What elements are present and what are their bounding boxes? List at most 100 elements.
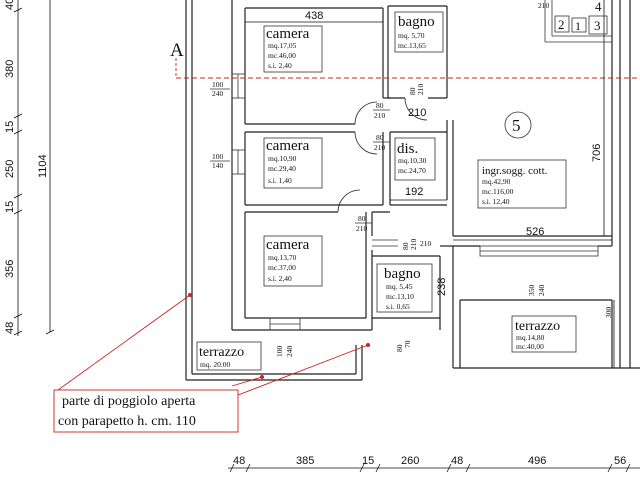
door-labels: 80 210 80 210 80 210 80 210 80 210 210 8… <box>355 84 432 352</box>
left-dim-380: 380 <box>4 60 16 78</box>
door-7-width: 80 <box>395 344 404 352</box>
internal-dimensions: 438 210 192 526 706 238 300 <box>245 0 615 368</box>
room-8-mq: mq.14,80 <box>516 333 545 342</box>
door-6-height: 210 <box>420 239 432 248</box>
door-4-width: 80 <box>408 87 417 95</box>
left-dim-15b: 15 <box>4 201 16 213</box>
room-bagno-bottom: bagno mq. 5,45 mc.13,10 s.i. 0,65 <box>376 263 433 313</box>
note-line-1: parte di poggiolo aperta <box>62 394 196 409</box>
room-1-mc: mc.46,00 <box>268 51 296 60</box>
balcony-note: parte di poggiolo aperta con parapetto h… <box>53 293 370 433</box>
room-5-name: ingr.sogg. cott. <box>482 165 548 177</box>
apartment-number-circle <box>504 111 532 139</box>
window-2-width: 100 <box>212 152 224 161</box>
stair-numbers: 210 2 1 3 4 <box>538 0 608 35</box>
dim-706: 706 <box>591 144 603 162</box>
room-6-si: s.i. 2,40 <box>268 274 292 283</box>
room-6-mc: mc.37,00 <box>268 263 296 272</box>
window-3-height: 240 <box>285 346 294 358</box>
window-labels: 100 240 100 140 100 240 350 240 <box>210 80 546 357</box>
bottom-dim-260: 260 <box>401 455 419 467</box>
room-3-name: camera <box>266 138 310 154</box>
door-7-height: 70 <box>403 340 412 348</box>
dim-238: 238 <box>436 278 448 296</box>
left-dimension-chain: 40 380 15 250 15 356 48 1104 <box>4 0 55 336</box>
room-2-name: bagno <box>398 14 435 30</box>
windows <box>231 73 599 331</box>
room-terrazzo-left: terrazzo mq. 20.00 <box>196 341 262 371</box>
dim-300: 300 <box>604 307 613 319</box>
left-dim-15a: 15 <box>4 121 16 133</box>
dim-210-a: 210 <box>408 107 426 119</box>
dim-192: 192 <box>405 186 423 198</box>
room-6-mq: mq.13,70 <box>268 253 297 262</box>
corner-num-3: 3 <box>594 18 601 33</box>
bottom-dim-15: 15 <box>362 455 374 467</box>
room-5-mq: mq.42,90 <box>482 177 511 186</box>
room-1-name: camera <box>266 26 310 42</box>
corner-num-2: 2 <box>558 17 565 32</box>
room-5-si: s.i. 12,40 <box>482 197 510 206</box>
bottom-dimension-chain: 48 385 15 260 48 496 56 <box>228 455 640 473</box>
bottom-dim-385: 385 <box>296 455 314 467</box>
left-dim-356: 356 <box>4 260 16 278</box>
apartment-number: 5 <box>512 116 521 135</box>
room-disimpegno: dis. mq.10,30 mc.24,70 <box>394 137 436 181</box>
dim-438: 438 <box>305 10 323 22</box>
room-terrazzo-right: terrazzo mq.14,80 mc.40,00 <box>511 315 577 353</box>
window-3-width: 100 <box>275 346 284 358</box>
door-5-width: 80 <box>401 242 410 250</box>
bottom-dim-496: 496 <box>528 455 546 467</box>
total-height-dim: 1104 <box>37 154 49 178</box>
room-7-name: bagno <box>384 266 421 282</box>
door-4-height: 210 <box>416 84 425 96</box>
room-2-mc: mc.13,65 <box>398 41 426 50</box>
room-8-mc: mc.40,00 <box>516 342 544 351</box>
door-3-width: 80 <box>358 214 366 223</box>
room-7-mq: mq. 5,45 <box>386 282 413 291</box>
room-1-mq: mq.17,05 <box>268 41 297 50</box>
room-3-si: s.i. 1,40 <box>268 176 292 185</box>
door-swings <box>337 97 428 213</box>
bottom-dim-48a: 48 <box>233 455 245 467</box>
bottom-dim-48b: 48 <box>451 455 463 467</box>
room-5-mc: mc.116,00 <box>482 187 514 196</box>
left-dim-48: 48 <box>4 322 16 334</box>
door-1-height: 210 <box>374 111 386 120</box>
room-1-si: s.i. 2,40 <box>268 61 292 70</box>
window-1-height: 240 <box>212 89 224 98</box>
room-9-name: terrazzo <box>199 345 244 360</box>
room-camera-1: camera mq.17,05 mc.46,00 s.i. 2,40 <box>263 25 323 73</box>
window-1-width: 100 <box>212 80 224 89</box>
door-3-height: 210 <box>356 224 368 233</box>
room-bagno-top: bagno mq. 5,70 mc.13,65 <box>394 11 444 53</box>
room-2-mq: mq. 5,70 <box>398 31 425 40</box>
left-dim-250: 250 <box>4 160 16 178</box>
room-camera-3: camera mq.13,70 mc.37,00 s.i. 2,40 <box>263 235 323 287</box>
room-7-si: s.i. 0,65 <box>386 302 410 311</box>
room-camera-2: camera mq.10,90 mc.29,40 s.i. 1,40 <box>263 137 323 189</box>
window-4-height: 240 <box>537 285 546 297</box>
dim-526: 526 <box>526 226 544 238</box>
door-2-width: 80 <box>376 133 384 142</box>
corner-num-4: 4 <box>595 0 602 14</box>
room-3-mc: mc.29,40 <box>268 164 296 173</box>
room-4-mq: mq.10,30 <box>398 156 427 165</box>
room-7-mc: mc.13,10 <box>386 292 414 301</box>
corner-dim-210: 210 <box>538 1 550 10</box>
room-9-mq: mq. 20.00 <box>200 360 230 369</box>
window-4-width: 350 <box>527 285 536 297</box>
bottom-dim-56: 56 <box>614 455 626 467</box>
door-5-height: 210 <box>409 239 418 251</box>
room-living: 5 ingr.sogg. cott. mq.42,90 mc.116,00 s.… <box>477 111 567 209</box>
door-1-width: 80 <box>376 101 384 110</box>
corner-num-1: 1 <box>575 19 581 33</box>
section-marker: A <box>170 40 184 61</box>
room-8-name: terrazzo <box>515 319 560 334</box>
room-3-mq: mq.10,90 <box>268 154 297 163</box>
room-6-name: camera <box>266 237 310 253</box>
room-4-mc: mc.24,70 <box>398 166 426 175</box>
left-dim-40: 40 <box>4 0 16 10</box>
room-4-name: dis. <box>397 141 418 157</box>
